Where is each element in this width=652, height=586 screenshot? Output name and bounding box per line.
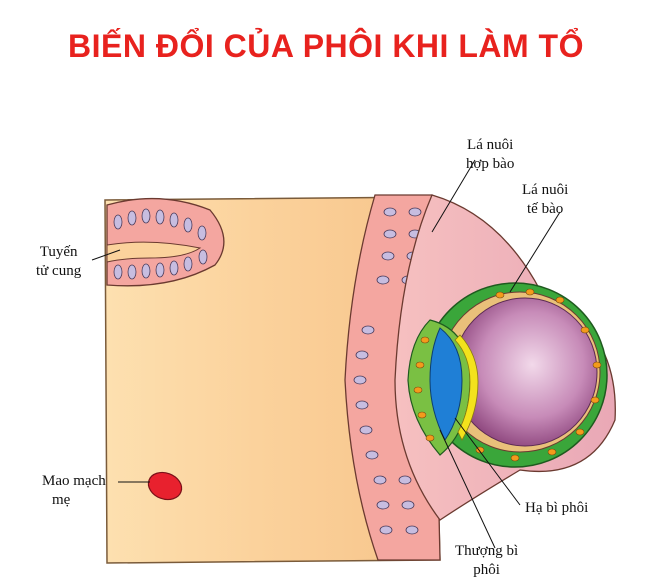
label-line: Thượng bì xyxy=(455,543,519,559)
label-uterine-gland: Tuyến tử cung xyxy=(36,243,81,281)
label-line: tử cung xyxy=(36,263,82,279)
uterine-gland xyxy=(106,197,225,287)
label-cytotrophoblast: Lá nuôi tế bào xyxy=(522,181,568,219)
label-line: Lá nuôi xyxy=(467,137,514,153)
page-title: BIẾN ĐỔI CỦA PHÔI KHI LÀM TỔ xyxy=(68,28,584,64)
label-syncytiotrophoblast: Lá nuôi hợp bào xyxy=(466,136,514,174)
label-line: tế bào xyxy=(527,201,564,217)
maternal-capillary xyxy=(147,471,183,501)
hypoblast-layer xyxy=(454,334,479,441)
label-line: mẹ xyxy=(52,492,71,508)
label-line: Tuyến xyxy=(39,244,78,260)
label-line: Lá nuôi xyxy=(522,182,569,198)
label-hypoblast: Hạ bì phôi xyxy=(525,500,589,516)
label-line: phôi xyxy=(473,562,500,578)
label-maternal-capillary: Mao mạch mẹ xyxy=(42,472,106,510)
label-line: hợp bào xyxy=(466,156,515,172)
blastocyst xyxy=(407,282,608,468)
label-epiblast: Thượng bì phôi xyxy=(455,542,518,580)
label-line: Mao mạch xyxy=(42,473,106,489)
